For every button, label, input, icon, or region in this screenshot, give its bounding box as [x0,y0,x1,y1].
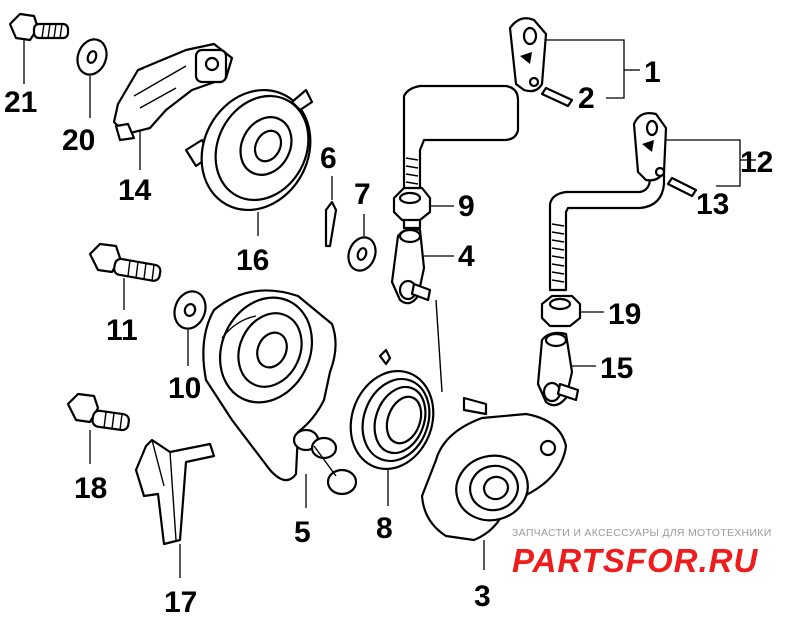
watermark-tagline: ЗАПЧАСТИ И АКСЕССУАРЫ ДЛЯ МОТОТЕХНИКИ [512,527,772,539]
part-6-pin [324,176,338,248]
callout-7: 7 [354,178,371,211]
callout-13: 13 [696,188,729,221]
callout-19: 19 [608,298,641,331]
part-12-rod [548,112,756,292]
part-15-fitting [536,331,596,407]
part-3-base [420,299,568,570]
part-20-washer [76,38,108,118]
part-14-bracket [112,42,234,170]
part-21-bolt [8,12,70,84]
callout-1: 1 [644,56,661,89]
part-11-bolt [88,242,162,310]
watermark-logo: PARTSFOR.RU [512,542,758,579]
callout-12: 12 [740,146,773,179]
part-16-pulley [184,88,314,236]
part-10-washer [173,290,207,366]
callout-5: 5 [294,516,311,549]
part-7-washer [347,214,377,272]
part-13-pin [666,176,698,198]
callout-8: 8 [376,512,393,545]
callout-11: 11 [106,314,138,347]
callout-16: 16 [236,244,269,277]
callout-15: 15 [600,352,633,385]
part-18-bolt [66,392,130,464]
callout-3: 3 [474,580,491,613]
part-5-tensioner [202,289,358,508]
part-17-bracket [134,438,216,578]
part-8-spring [349,348,435,506]
callout-14: 14 [118,174,152,207]
part-19-nut [540,294,604,328]
callout-17: 17 [164,586,197,619]
callout-20: 20 [62,124,95,157]
callout-6: 6 [320,142,337,175]
callout-9: 9 [458,190,475,223]
callout-10: 10 [168,372,201,405]
part-9-nut [392,186,454,222]
callout-21: 21 [4,86,37,119]
part-2-pin [540,86,574,108]
callout-4: 4 [458,240,475,273]
part-4-fitting [390,227,454,305]
callout-2: 2 [578,82,595,115]
callout-18: 18 [74,472,107,505]
